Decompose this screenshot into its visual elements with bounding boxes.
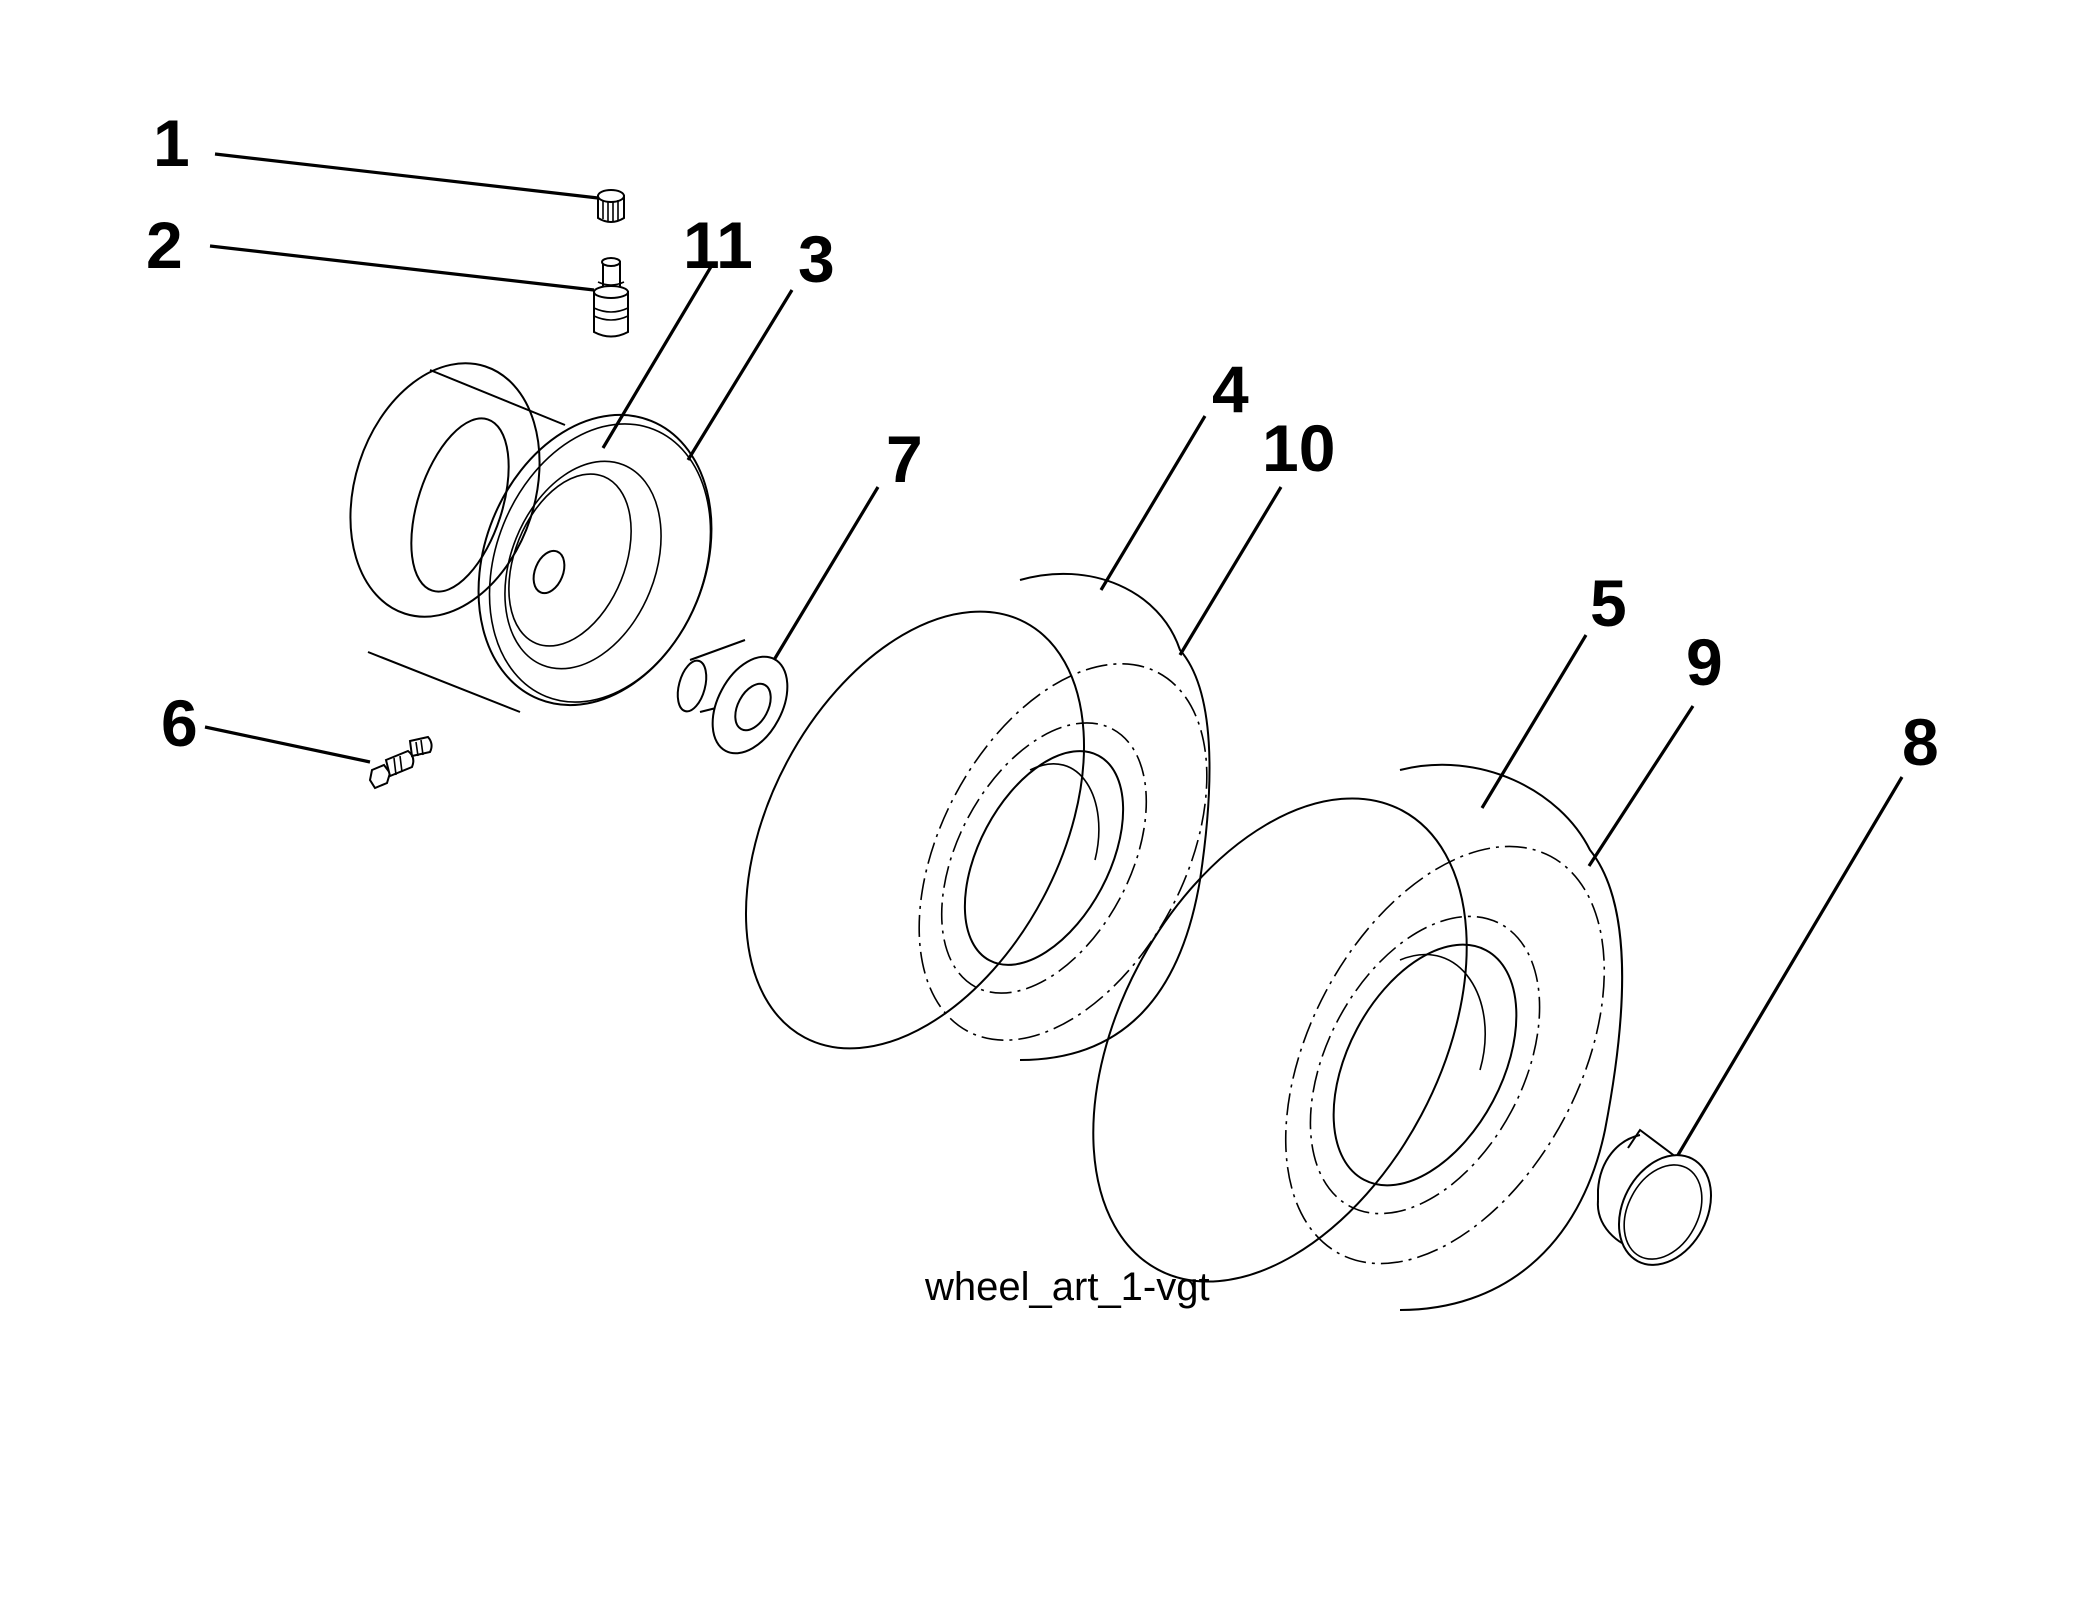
callout-9: 9 (1686, 625, 1723, 699)
callout-10: 10 (1262, 411, 1335, 485)
leader-1 (214, 152, 599, 200)
front-tire (744, 572, 1211, 1061)
leader-10 (1178, 486, 1283, 656)
callout-11: 11 (683, 208, 753, 282)
callouts: 1 2 11 3 7 4 10 6 5 9 8 (146, 106, 1939, 779)
leader-5 (1480, 634, 1588, 809)
rear-tire (1092, 763, 1624, 1311)
leader-4 (1099, 415, 1207, 591)
leader-3 (686, 289, 794, 461)
grease-fitting (368, 735, 433, 790)
flange-bushing (676, 639, 789, 755)
leader-7 (772, 486, 880, 661)
callout-7: 7 (886, 422, 923, 496)
callout-3: 3 (798, 222, 835, 296)
leader-8 (1676, 776, 1904, 1156)
callout-4: 4 (1212, 352, 1249, 426)
callout-8: 8 (1902, 705, 1939, 779)
callout-1: 1 (153, 106, 190, 180)
leader-9 (1587, 705, 1695, 867)
hub-cap (1596, 1128, 1713, 1266)
callout-6: 6 (161, 686, 198, 760)
callout-5: 5 (1590, 566, 1627, 640)
valve-cap (597, 189, 625, 223)
leader-6 (204, 725, 371, 764)
wheel-rim (349, 362, 713, 713)
leader-11 (601, 264, 714, 449)
valve-stem (593, 257, 629, 338)
leader-lines (204, 152, 1904, 1156)
figure-caption: wheel_art_1-vgt (924, 1265, 1210, 1309)
leader-2 (209, 244, 595, 292)
callout-2: 2 (146, 208, 183, 282)
